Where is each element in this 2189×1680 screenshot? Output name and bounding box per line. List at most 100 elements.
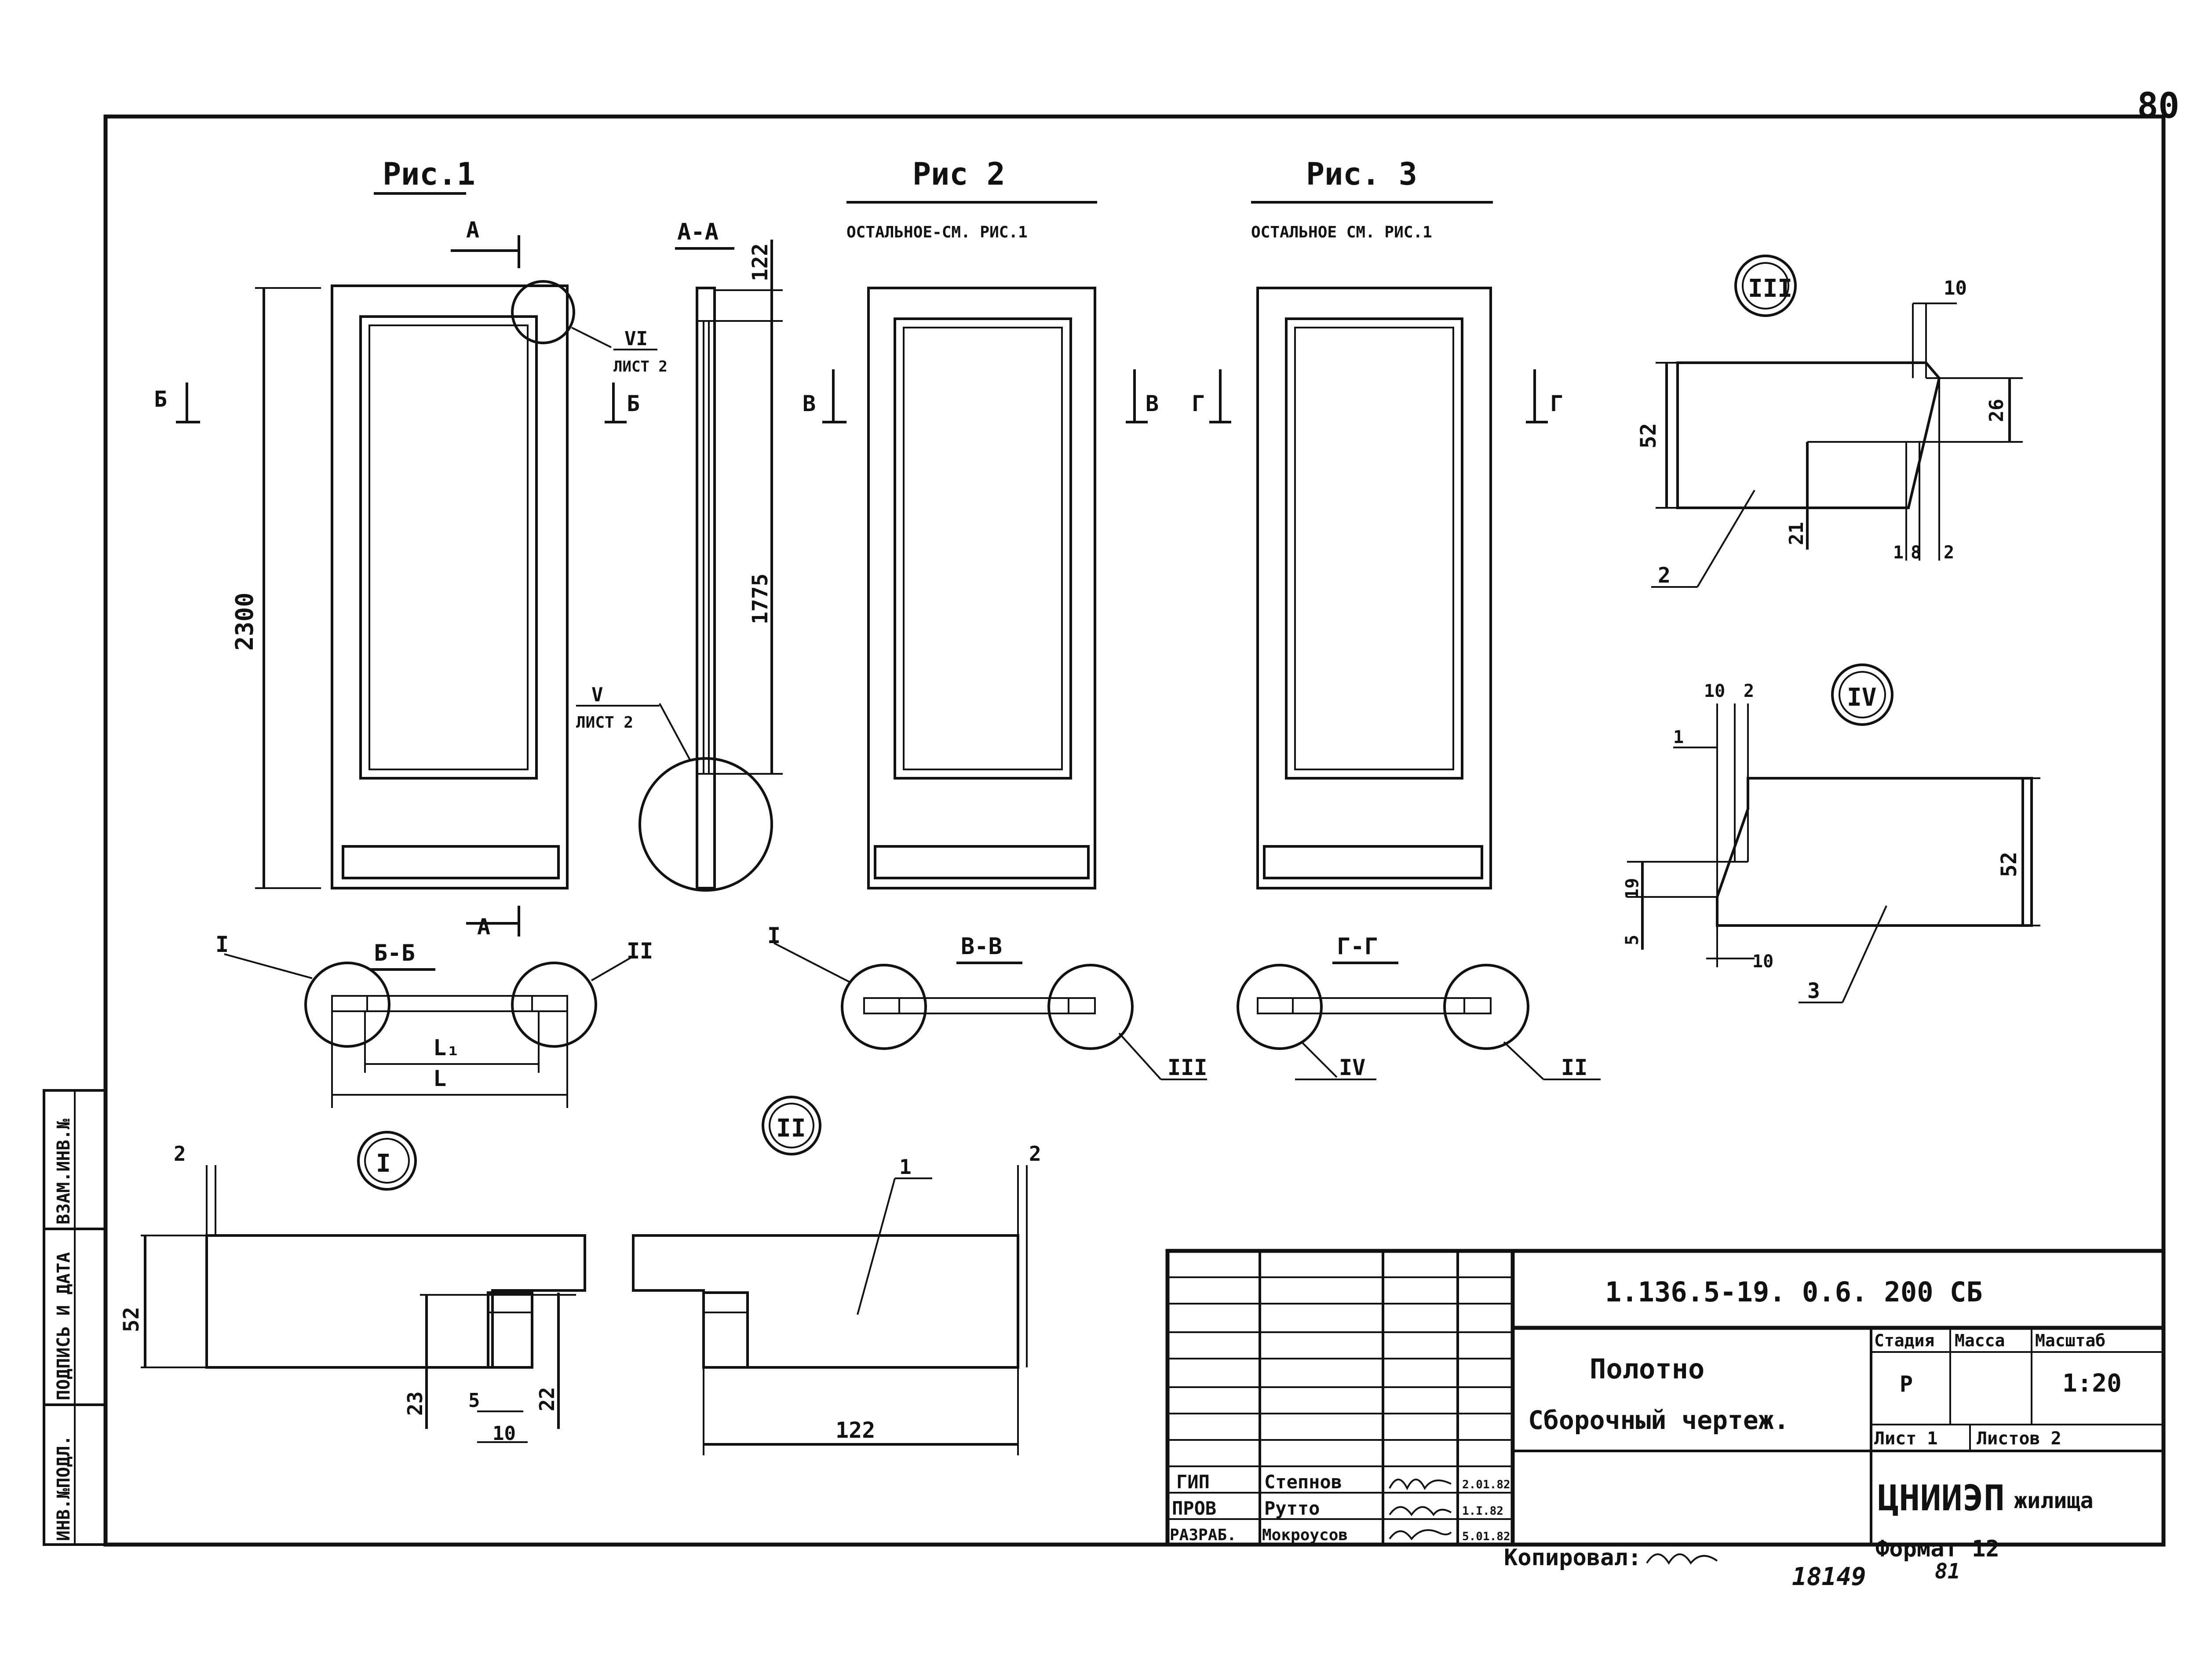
detail-iii-label: III <box>1748 274 1792 303</box>
dim-52-i: 52 <box>119 1307 144 1332</box>
dim-10-iv: 10 <box>1704 681 1725 701</box>
signature-prov <box>1389 1506 1452 1516</box>
page-number: 80 <box>2137 85 2179 126</box>
figure-2: Рис 2 ОСТАЛЬНОЕ-СМ. РИС.1 В В <box>803 156 1159 889</box>
dim-2-ii: 2 <box>1029 1142 1041 1166</box>
pos-1-ii: 1 <box>899 1155 912 1179</box>
stamp-name-razrab: Мокроусов <box>1262 1526 1348 1544</box>
footer-archive-no: 18149 <box>1792 1563 1866 1591</box>
title-block: 1.136.5-19. 0.6. 200 СБ Полотно Сборочны… <box>1165 1249 2166 1547</box>
dim-21-iii: 21 <box>1785 522 1808 545</box>
signature-gip <box>1389 1479 1452 1490</box>
detail-iv-label: IV <box>1847 683 1876 712</box>
callout-v-sheet: ЛИСТ 2 <box>576 714 633 732</box>
stamp-role-gip: ГИП <box>1176 1471 1210 1493</box>
fig1-title: Рис.1 <box>383 156 475 192</box>
dim-26-iii: 26 <box>1985 399 2008 422</box>
stamp-stage: Р <box>1900 1371 1913 1397</box>
side-podpis: ПОДПИСЬ И ДАТА <box>54 1252 74 1400</box>
dim-5-i: 5 <box>468 1389 480 1412</box>
dim-52-iv: 52 <box>1997 852 2021 877</box>
cut-g-label-left: Г <box>1192 391 1205 416</box>
footer-format: Формат 12 <box>1875 1536 1999 1562</box>
stamp-mass-header: Масса <box>1955 1331 2005 1350</box>
cut-g-label-right: Г <box>1550 391 1563 416</box>
dim-19-iv: 19 <box>1622 878 1642 899</box>
callout-iii-label-vv: III <box>1167 1055 1207 1080</box>
callout-ii-label-gg: II <box>1561 1055 1587 1080</box>
stamp-name-line2: Сборочный чертеж. <box>1528 1405 1789 1435</box>
dim-1775: 1775 <box>748 573 773 624</box>
stamp-role-prov: ПРОВ <box>1172 1498 1216 1519</box>
dim-10-iv-bottom: 10 <box>1752 951 1773 972</box>
glazing-opening-fig1 <box>359 315 538 780</box>
figure-1: Рис.1 А А Б Б 2300 VI ЛИСТ 2 <box>154 156 668 940</box>
callout-circle-iii-vv <box>1047 964 1134 1050</box>
fig3-title: Рис. 3 <box>1306 156 1417 192</box>
dim-10-i: 10 <box>493 1422 516 1445</box>
callout-iv-label-gg: IV <box>1339 1055 1365 1080</box>
detail-i: I 52 2 23 22 5 10 <box>119 1131 586 1445</box>
pos-3-iv: 3 <box>1807 979 1820 1003</box>
pos-2-iii: 2 <box>1658 563 1671 588</box>
figure-3: Рис. 3 ОСТАЛЬНОЕ СМ. РИС.1 Г Г <box>1192 156 1563 889</box>
callout-i-label-vv: I <box>767 923 781 948</box>
signature-razrab <box>1389 1529 1452 1541</box>
dim-2-iii: 2 <box>1944 543 1954 563</box>
dim-122-top: 122 <box>748 243 773 281</box>
cut-b-label-left: Б <box>154 386 167 412</box>
footer-archive-year: 81 <box>1935 1559 1960 1584</box>
sheet-frame <box>103 114 2166 1547</box>
callout-circle-v <box>638 757 773 892</box>
section-aa-title: А-А <box>677 219 719 245</box>
callout-circle-iv-gg <box>1237 964 1323 1050</box>
cut-b-label-right: Б <box>627 391 640 416</box>
stamp-scale: 1:20 <box>2062 1369 2122 1398</box>
dim-10-iii: 10 <box>1944 277 1967 299</box>
stamp-date-razrab: 5.01.82 <box>1462 1530 1510 1543</box>
callout-circle-i-bb <box>304 962 390 1048</box>
callout-vi-sheet: ЛИСТ 2 <box>613 358 668 375</box>
detail-i-label: I <box>376 1149 391 1178</box>
detail-ii: II 2 1 122 <box>632 1096 1041 1455</box>
section-vv-title: В-В <box>961 933 1002 960</box>
dim-1-iv: 1 <box>1673 727 1684 747</box>
stamp-stage-header: Стадия <box>1874 1331 1934 1350</box>
dim-5-iv: 5 <box>1622 935 1642 945</box>
cut-v-label-right: В <box>1146 391 1159 416</box>
dim-122-ii: 122 <box>835 1418 875 1443</box>
dim-2-i: 2 <box>174 1142 186 1166</box>
stamp-date-prov: 1.I.82 <box>1462 1505 1503 1518</box>
footer-copied: Копировал: <box>1504 1545 1642 1571</box>
dim-2-iv: 2 <box>1744 681 1754 701</box>
side-stamp: ИНВ.№ПОДЛ. ПОДПИСЬ И ДАТА ВЗАМ.ИНВ.№ <box>43 1089 107 1546</box>
fig2-note: ОСТАЛЬНОЕ-СМ. РИС.1 <box>846 223 1028 241</box>
stamp-sheets: Листов 2 <box>1977 1429 2061 1449</box>
stamp-date-gip: 2.01.82 <box>1462 1478 1510 1491</box>
detail-iv: IV 52 10 2 1 19 5 10 3 <box>1622 663 2040 1003</box>
dim-1-iii: 1 <box>1893 543 1904 563</box>
dim-52-iii: 52 <box>1636 423 1661 448</box>
cut-a-label-top: А <box>466 217 479 243</box>
section-v-v: В-В I III <box>767 923 1207 1080</box>
callout-circle-vi <box>511 280 575 344</box>
side-inv-podl: ИНВ.№ПОДЛ. <box>54 1435 74 1541</box>
stamp-sheet: Лист 1 <box>1874 1429 1938 1449</box>
callout-circle-ii-gg <box>1443 964 1529 1050</box>
stamp-role-razrab: РАЗРАБ. <box>1170 1526 1237 1544</box>
stamp-org-text: жилища <box>2014 1488 2094 1513</box>
dim-l1: L₁ <box>433 1035 460 1060</box>
section-a-a: А-А 122 1775 V ЛИСТ 2 <box>576 219 783 892</box>
door-leaf-fig2 <box>867 287 1096 889</box>
detail-iii: III 52 10 26 21 1 8 2 2 <box>1636 255 2023 588</box>
stamp-scale-header: Масштаб <box>2035 1331 2105 1350</box>
section-g-g: Г-Г IV II <box>1237 933 1601 1080</box>
cut-a-label-bottom: А <box>477 914 490 940</box>
callout-circle-ii-bb <box>511 962 597 1048</box>
detail-ii-label: II <box>776 1114 806 1143</box>
footer: Копировал: Формат 12 18149 81 <box>1504 1536 1999 1591</box>
fig2-title: Рис 2 <box>912 156 1005 192</box>
stamp-name-gip: Степнов <box>1264 1471 1342 1493</box>
dim-2300: 2300 <box>230 593 259 651</box>
